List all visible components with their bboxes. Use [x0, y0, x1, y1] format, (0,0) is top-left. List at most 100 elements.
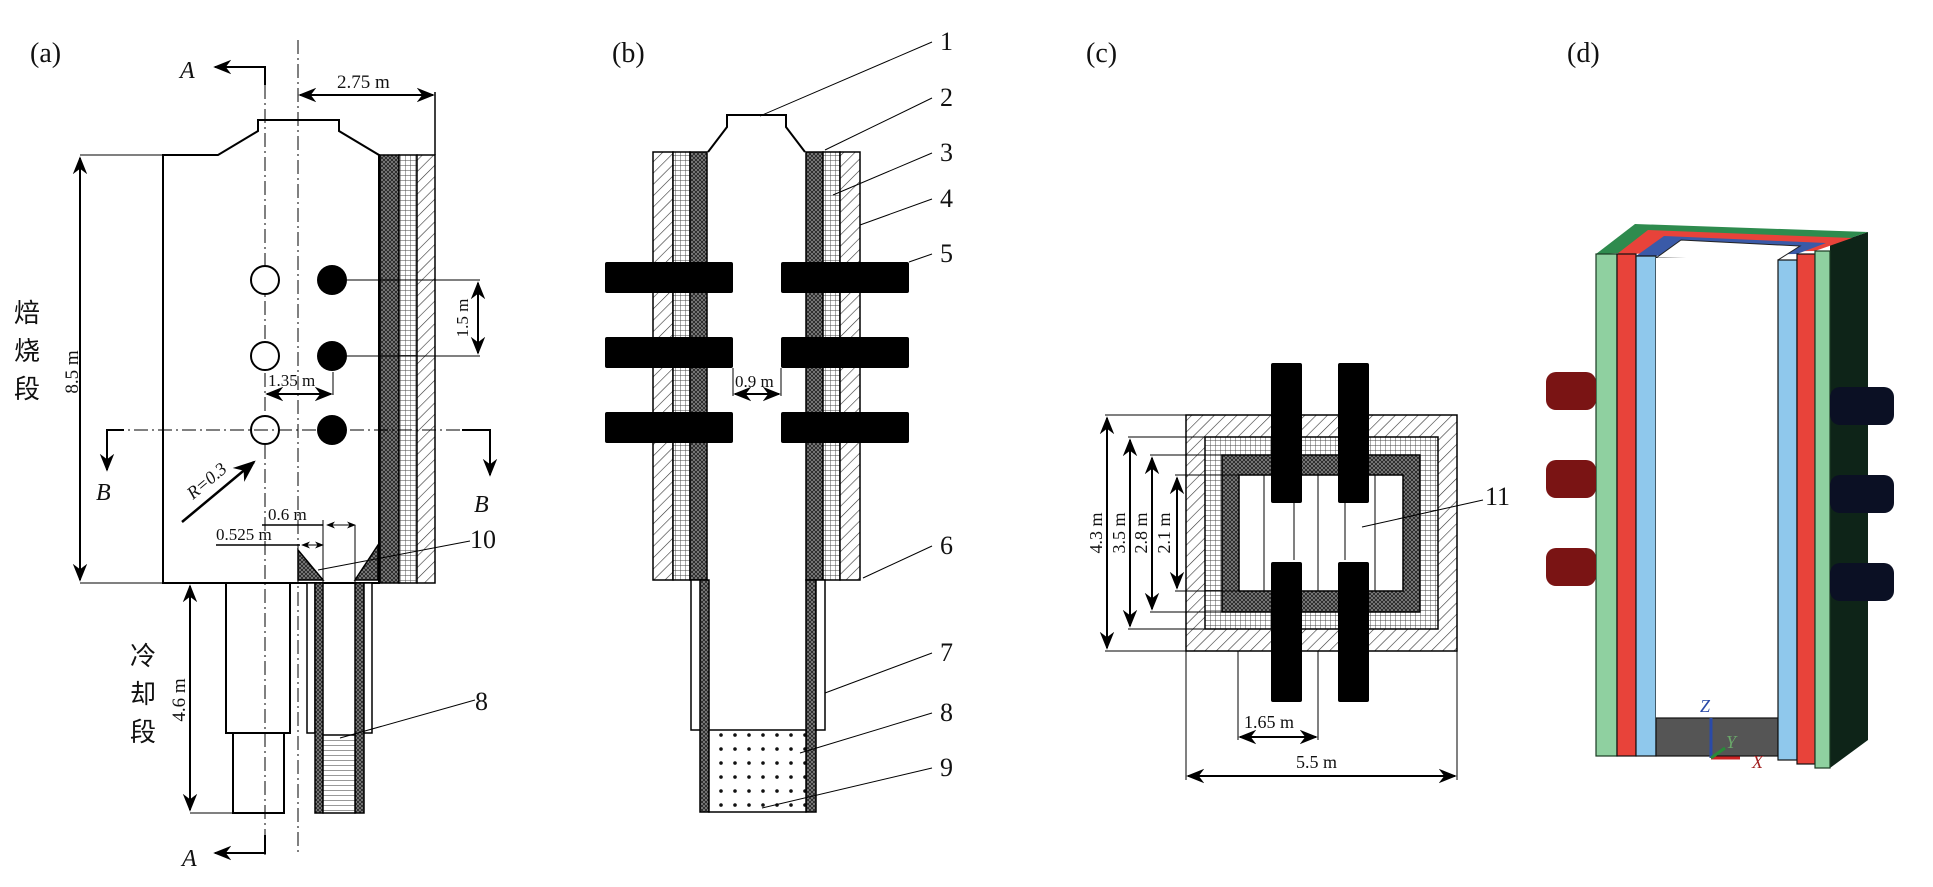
layer-red-right	[1796, 253, 1816, 765]
callout-10: 10	[470, 525, 496, 554]
section-arrow-a-top	[213, 59, 266, 85]
section-a-top-label: A	[178, 58, 195, 84]
callout-leader	[859, 198, 933, 226]
cooling-char: 却	[130, 680, 156, 710]
nozzle-right	[1830, 475, 1894, 513]
dim-h2-label: 3.5 m	[1109, 512, 1129, 553]
callout-leader	[339, 699, 476, 739]
section-arrow-b-right	[462, 429, 498, 477]
callout-5: 5	[940, 239, 953, 268]
section-a-bottom-label: A	[180, 846, 197, 872]
axis-z-label: Z	[1700, 696, 1711, 716]
furnace-cavity	[1656, 258, 1778, 718]
panel-c: (c) 4.3 m 3.5 m 2.8 m 2.1 m 1.	[1086, 38, 1510, 784]
nozzle-right	[1830, 387, 1894, 425]
cone-left	[297, 547, 325, 581]
burner-left	[605, 337, 733, 368]
axis-x-label: X	[1751, 752, 1764, 772]
callout-4: 4	[940, 184, 953, 213]
callout-leader	[824, 652, 933, 694]
callout-leader	[862, 545, 933, 579]
cooling-column-left-lower	[232, 732, 285, 814]
axis-y-arrow	[1710, 746, 1726, 760]
dim-outlet-inner-label: 0.525 m	[216, 525, 272, 544]
callout-2: 2	[940, 83, 953, 112]
dim-inner-gap-label: 0.9 m	[735, 372, 774, 391]
burner-left	[605, 262, 733, 293]
callout-leader	[799, 712, 933, 754]
cooling-wall-right	[354, 582, 365, 814]
nozzle-right	[1830, 563, 1894, 601]
burner-lower-left	[1271, 562, 1302, 702]
callout-8: 8	[475, 687, 488, 716]
top-cap	[707, 114, 806, 153]
cooling-jacket-right	[363, 582, 373, 734]
nozzle-open	[250, 265, 280, 295]
dim-nozzle-spacing-label: 1.5 m	[453, 299, 472, 338]
callout-leader	[759, 41, 933, 117]
nozzle-left	[1546, 372, 1596, 410]
cooling-bottom-fill	[322, 734, 356, 814]
panel-a-label: (a)	[30, 38, 61, 69]
cooling-wall-left	[314, 582, 324, 814]
callout-leader	[317, 540, 471, 571]
callout-6: 6	[940, 531, 953, 560]
callout-leader	[832, 152, 933, 196]
cooling-jacket-left	[306, 582, 316, 734]
callout-1: 1	[940, 27, 953, 56]
callout-7: 7	[940, 638, 953, 667]
callout-11: 11	[1485, 482, 1510, 511]
nozzle-filled	[317, 265, 347, 295]
burner-lower-right	[1338, 562, 1369, 702]
packed-bed	[708, 729, 807, 813]
lower-wall-right	[805, 579, 817, 813]
wall-layer-middle	[398, 154, 418, 584]
layer-outer-left	[1595, 253, 1618, 757]
callout-leader	[1361, 499, 1484, 528]
dim-h1-label: 4.3 m	[1086, 512, 1106, 553]
dim-nozzle-offset-label: 1.35 m	[268, 371, 315, 390]
panel-d-label: (d)	[1567, 38, 1600, 69]
section-arrow-a-bottom	[213, 835, 266, 861]
dim-total-width-label: 5.5 m	[1296, 752, 1337, 772]
burner-left	[605, 412, 733, 443]
roasting-section-label: 焙 烧 段	[14, 299, 40, 405]
layer-outer-right	[1814, 250, 1831, 769]
callout-leader	[761, 767, 933, 809]
panel-d: (d) Z Y X	[1546, 38, 1894, 772]
nozzle-open	[250, 341, 280, 371]
section-b-left-label: B	[96, 480, 111, 506]
callout-9: 9	[940, 753, 953, 782]
radius-label: R=0.3	[182, 458, 231, 503]
burner-right	[781, 412, 909, 443]
wall-layer-outer	[416, 154, 436, 584]
layer-blue-right	[1777, 259, 1798, 761]
lower-jacket-right	[815, 579, 826, 731]
dim-h4-label: 2.1 m	[1154, 512, 1174, 553]
dim-h3-label: 2.8 m	[1131, 512, 1151, 553]
radius-leader	[181, 460, 256, 523]
nozzle-filled	[317, 341, 347, 371]
axis-y-label: Y	[1726, 732, 1738, 752]
dim-half-width-label: 2.75 m	[337, 72, 390, 93]
cooling-section-label: 冷 却 段	[130, 642, 156, 748]
section-arrow-b-left	[99, 429, 124, 472]
cavity-bottom	[1655, 717, 1779, 757]
dim-outlet-outer-label: 0.6 m	[268, 505, 307, 524]
callout-8: 8	[940, 698, 953, 727]
layer-blue-left	[1635, 255, 1657, 757]
nozzle-left	[1546, 548, 1596, 586]
cooling-char: 冷	[130, 642, 156, 672]
panel-a: (a) 2.75 m 8.5 m 焙 烧 段 1.	[14, 38, 498, 872]
burner-upper-right	[1338, 363, 1369, 503]
dim-burner-span-label: 1.65 m	[1244, 712, 1294, 732]
dim-cooling-height-label: 4.6 m	[169, 678, 190, 722]
nozzle-left	[1546, 460, 1596, 498]
roasting-char: 焙	[14, 299, 40, 329]
section-b-right-label: B	[474, 492, 489, 518]
roasting-char: 烧	[14, 337, 40, 367]
burner-upper-left	[1271, 363, 1302, 503]
right-nozzles	[1830, 387, 1894, 601]
callout-leader	[908, 253, 933, 263]
burner-right	[781, 262, 909, 293]
